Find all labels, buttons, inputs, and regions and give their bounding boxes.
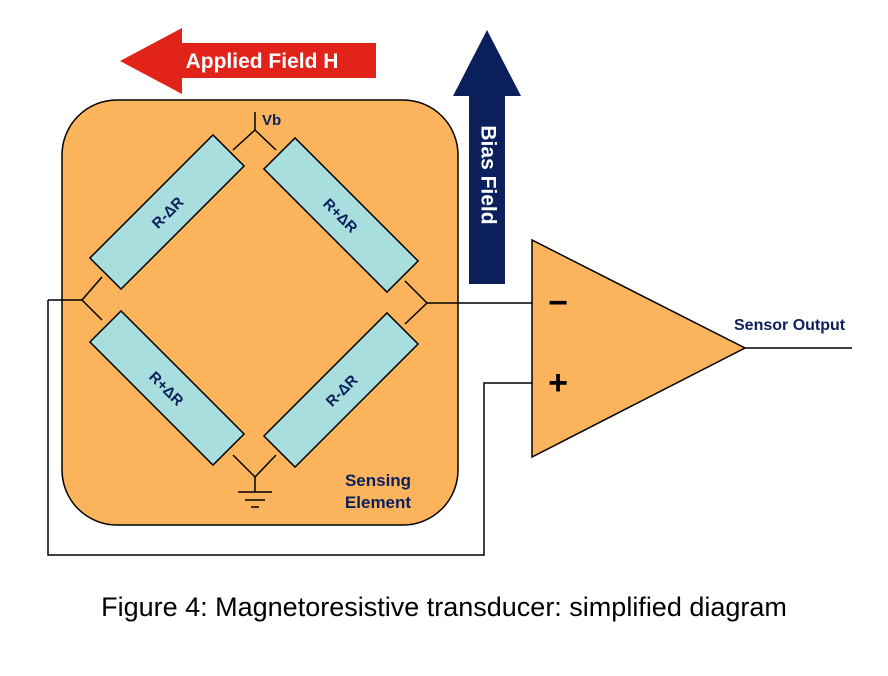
resistor-top-left: R-ΔR — [88, 133, 246, 291]
up-arrow-icon — [453, 30, 521, 284]
amplifier: − + — [531, 238, 747, 459]
sensing-element-label-line1: Sensing — [345, 471, 411, 490]
resistor-top-right: R+ΔR — [262, 136, 420, 294]
resistor-bottom-right: R-ΔR — [262, 311, 420, 469]
resistor-bottom-left: R+ΔR — [88, 309, 246, 467]
figure-caption: Figure 4: Magnetoresistive transducer: s… — [101, 592, 787, 622]
sensing-element-label-line2: Element — [345, 493, 411, 512]
left-arrow-icon — [120, 28, 376, 94]
bias-field-arrow: Bias Field — [453, 30, 521, 284]
sensor-output-label: Sensor Output — [734, 317, 846, 334]
amplifier-noninverting-input: + — [548, 364, 568, 402]
amplifier-triangle-icon — [531, 238, 747, 459]
amplifier-inverting-input: − — [548, 284, 568, 322]
bridge-wiring — [47, 112, 852, 556]
supply-voltage-label: Vb — [262, 112, 281, 129]
applied-field-arrow: Applied Field H — [120, 28, 376, 94]
bias-field-label: Bias Field — [476, 125, 499, 224]
applied-field-label: Applied Field H — [186, 50, 339, 73]
